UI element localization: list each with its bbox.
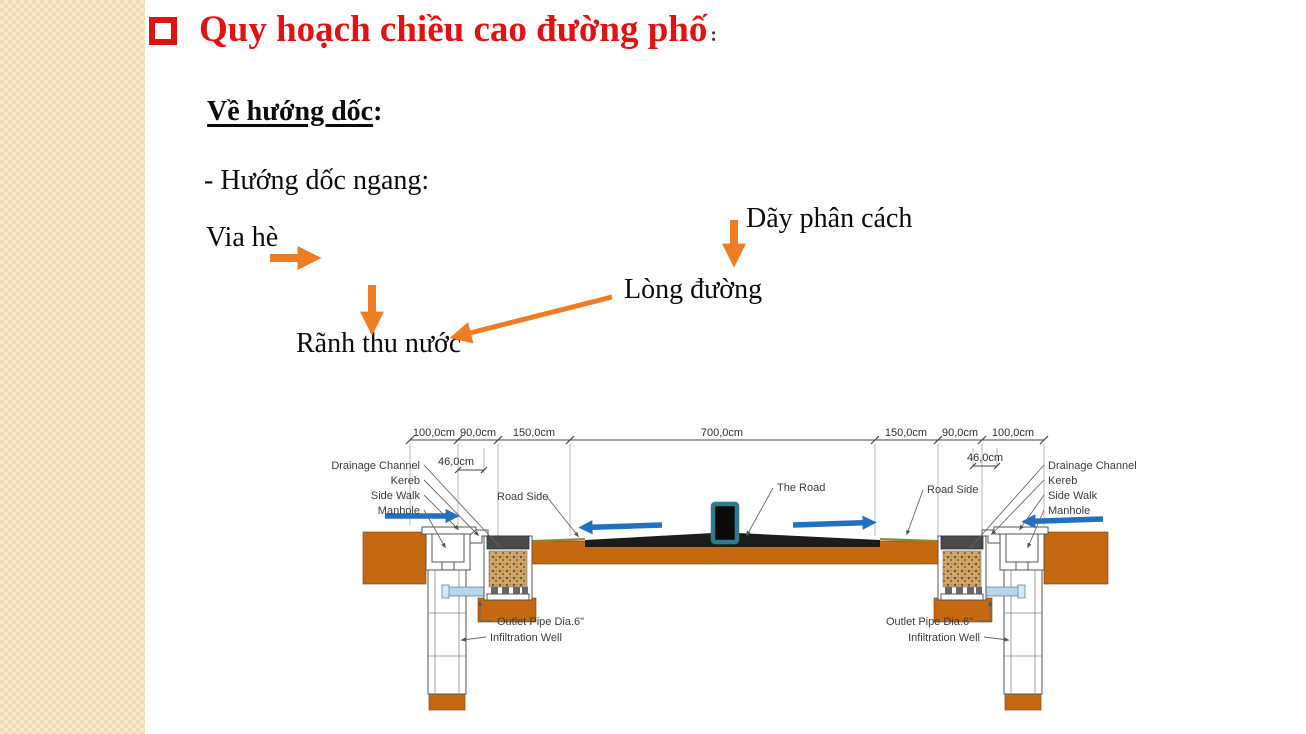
dim-90-left: 90,0cm: [460, 427, 496, 439]
manhole-right: [993, 526, 1049, 571]
dim-700: 700,0cm: [701, 427, 743, 439]
label-sidewalk-right: Side Walk: [1048, 490, 1098, 502]
label-the-road: The Road: [777, 482, 825, 494]
drainage-channel-left: [483, 535, 533, 601]
dimension-lines: [405, 435, 1049, 474]
label-manhole-right: Manhole: [1048, 505, 1090, 517]
median-block: [710, 501, 740, 545]
outlet-pipe-right: [981, 584, 1026, 599]
dim-46-right: 46,0cm: [967, 452, 1003, 464]
arrow-slope-road-right: [792, 515, 877, 530]
label-roadside-left: Road Side: [497, 491, 548, 503]
section-heading-colon: :: [373, 96, 383, 127]
sidebar-texture: [0, 0, 145, 734]
dim-150-left: 150,0cm: [513, 427, 555, 439]
page-title-text: Quy hoạch chiều cao đường phố: [199, 9, 708, 50]
callout-median: Dãy phân cách: [746, 203, 913, 234]
arrow-slope-road-left: [578, 520, 663, 535]
dim-90-right: 90,0cm: [942, 427, 978, 439]
callout-gutter: Rãnh thu nước: [296, 328, 462, 359]
label-outlet-pipe-right: Outlet Pipe Dia.6": [886, 616, 973, 628]
square-bullet-icon: [149, 17, 177, 45]
road-shoulder-right: [879, 538, 939, 542]
label-kereb-left: Kereb: [391, 475, 420, 487]
dim-46-left: 46,0cm: [438, 456, 474, 468]
arrow-roadway-to-gutter: [449, 294, 613, 344]
label-roadside-right: Road Side: [927, 484, 978, 496]
slope-arrows: [385, 508, 1104, 535]
callout-roadway: Lòng đường: [624, 274, 763, 305]
label-kereb-right: Kereb: [1048, 475, 1077, 487]
page-title: Quy hoạch chiều cao đường phố:: [199, 8, 717, 51]
page-title-colon: :: [710, 24, 718, 46]
label-infiltration-well-right: Infiltration Well: [908, 632, 980, 644]
dim-150-right: 150,0cm: [885, 427, 927, 439]
callout-sidewalk: Via hè: [206, 222, 279, 253]
label-drainage-channel-left: Drainage Channel: [331, 460, 420, 472]
ground-fill: [362, 531, 1109, 711]
outlet-pipe-left: [441, 584, 489, 599]
section-heading: Về hướng dốc:: [207, 96, 382, 128]
road-shoulder-left: [531, 538, 586, 542]
leader-lines: [423, 464, 1045, 642]
dim-100-right: 100,0cm: [992, 427, 1034, 439]
label-manhole-left: Manhole: [378, 505, 420, 517]
cross-section-diagram: 100,0cm 90,0cm 150,0cm 700,0cm 150,0cm 9…: [331, 427, 1137, 711]
label-sidewalk-left: Side Walk: [371, 490, 421, 502]
label-drainage-channel-right: Drainage Channel: [1048, 460, 1137, 472]
arrow-slope-right-outer: [1021, 514, 1104, 529]
label-outlet-pipe-left: Outlet Pipe Dia.6": [497, 616, 584, 628]
dim-100-left: 100,0cm: [413, 427, 455, 439]
label-infiltration-well-left: Infiltration Well: [490, 632, 562, 644]
drainage-channel-right: [937, 535, 987, 601]
section-heading-text: Về hướng dốc: [207, 96, 374, 127]
manhole-left: [421, 526, 477, 571]
subheading-cross-slope: - Hướng dốc ngang:: [204, 165, 430, 196]
